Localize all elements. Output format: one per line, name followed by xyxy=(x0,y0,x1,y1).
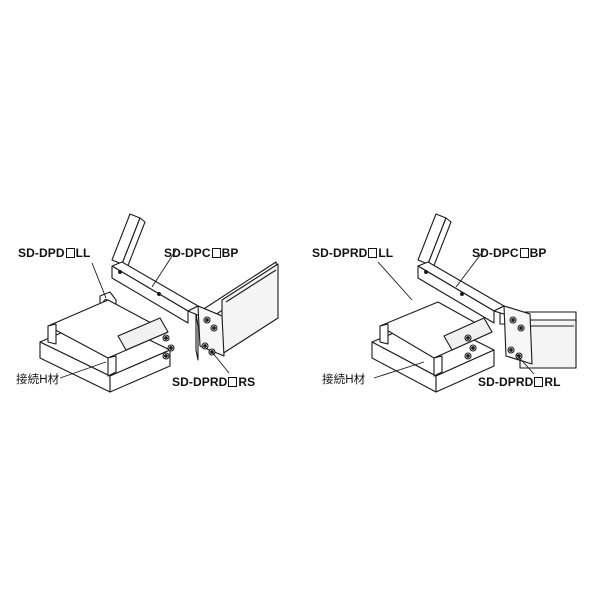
right-connection-plate xyxy=(417,261,505,324)
square-placeholder-icon xyxy=(534,377,544,387)
leader-lines xyxy=(59,249,535,379)
square-placeholder-icon xyxy=(65,248,75,258)
right-h-member xyxy=(371,301,495,393)
right-end-plate xyxy=(493,305,533,365)
square-placeholder-icon xyxy=(519,248,529,258)
square-placeholder-icon xyxy=(228,377,238,387)
square-placeholder-icon xyxy=(368,248,378,258)
square-placeholder-icon xyxy=(211,248,221,258)
right-diagonal-brace xyxy=(417,213,452,269)
left-h-member xyxy=(39,299,175,393)
left-main-beam xyxy=(195,261,279,361)
label-right-member: 接続H材 xyxy=(322,374,366,386)
label-left-member: 接続H材 xyxy=(16,374,60,386)
right-assembly xyxy=(371,213,577,393)
left-assembly xyxy=(39,213,279,393)
left-end-plate xyxy=(187,305,225,357)
left-diagonal-brace xyxy=(111,213,146,269)
